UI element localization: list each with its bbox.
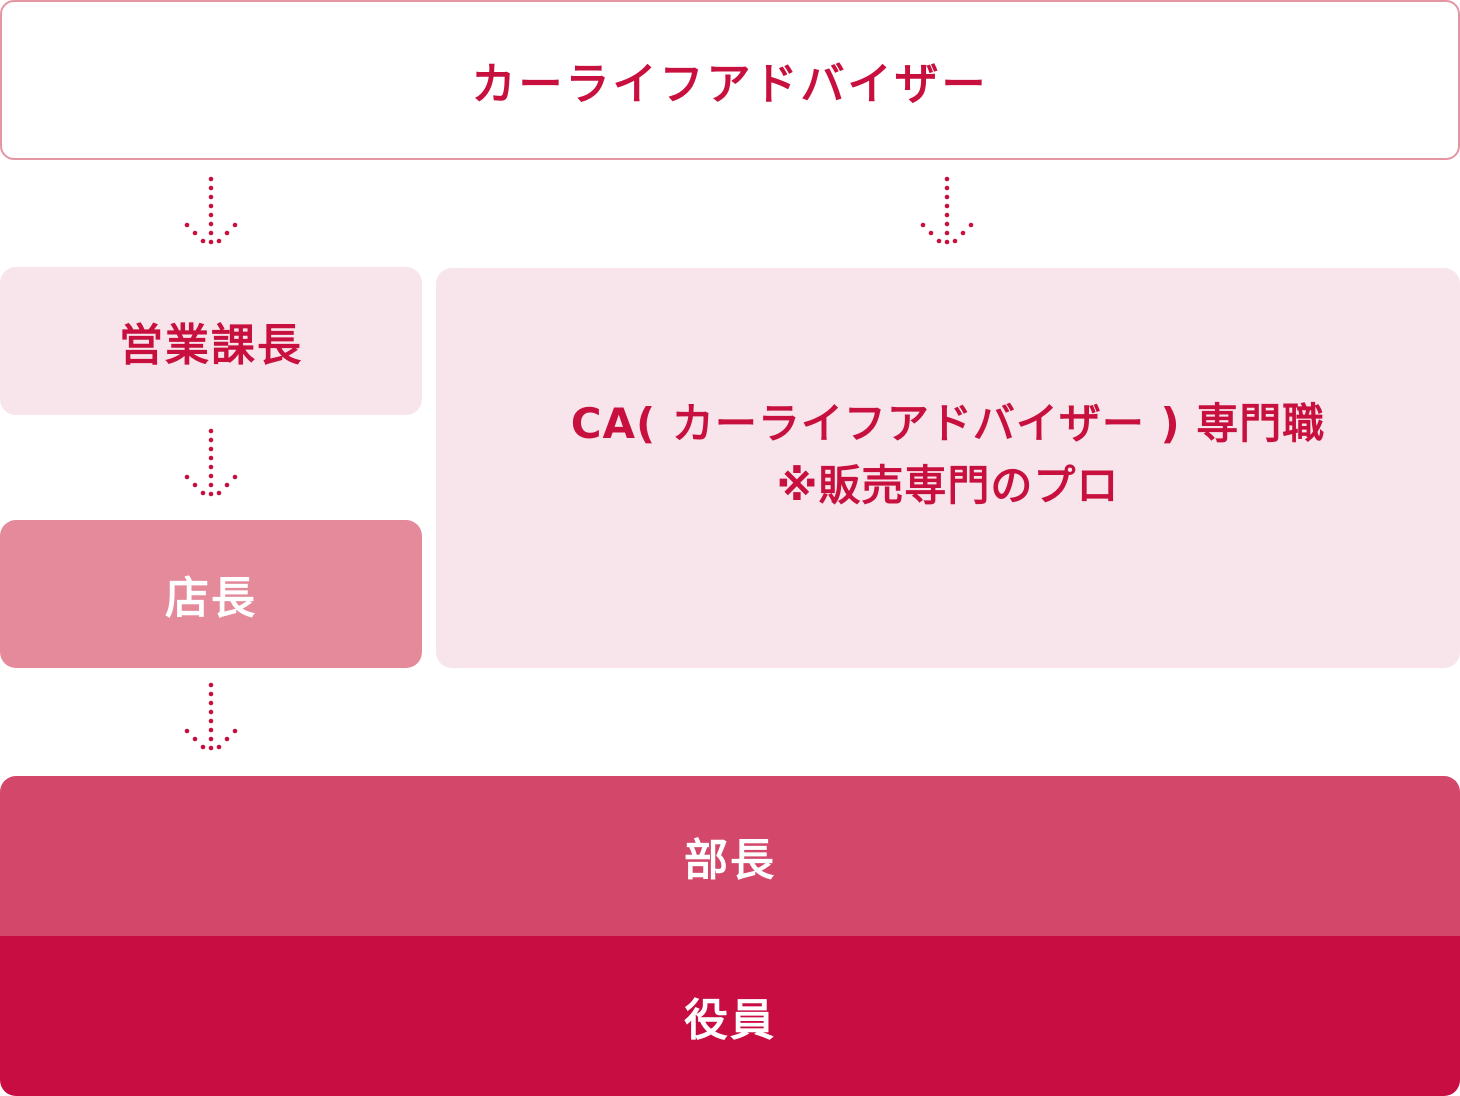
arrow-dot	[928, 230, 934, 236]
executive-box: 役員	[0, 936, 1460, 1096]
specialist-title: CA( カーライフアドバイザー ) 専門職	[570, 399, 1326, 448]
career-start-box: カーライフアドバイザー	[0, 0, 1460, 160]
department-head-label: 部長	[684, 835, 776, 886]
arrow-dot	[208, 176, 214, 182]
arrow-dot	[944, 230, 950, 236]
arrow-dot	[208, 482, 214, 488]
arrow-dot	[944, 176, 950, 182]
arrow-dot	[224, 230, 230, 236]
dotted-down-arrow-icon	[184, 176, 238, 245]
arrow-dot	[208, 700, 214, 706]
arrow-dot	[208, 464, 214, 470]
arrow-dot	[208, 709, 214, 715]
arrow-dot	[184, 222, 190, 228]
arrow-dot	[232, 728, 238, 734]
arrow-dot	[944, 239, 950, 245]
arrow-dot	[208, 455, 214, 461]
arrow-dot	[232, 474, 238, 480]
arrow-dot	[208, 194, 214, 200]
department-head-box: 部長	[0, 776, 1460, 936]
arrow-dot	[936, 238, 942, 244]
career-start-label: カーライフアドバイザー	[471, 59, 989, 110]
arrow-dot	[216, 238, 222, 244]
arrow-dot	[208, 239, 214, 245]
arrow-dot	[944, 194, 950, 200]
arrow-dot	[200, 490, 206, 496]
arrow-dot	[208, 491, 214, 497]
arrow-dot	[208, 212, 214, 218]
arrow-dot	[208, 437, 214, 443]
arrow-dot	[208, 745, 214, 751]
specialist-box: CA( カーライフアドバイザー ) 専門職 ※販売専門のプロ	[436, 268, 1460, 668]
arrow-dot	[944, 212, 950, 218]
arrow-dot	[192, 482, 198, 488]
arrow-dot	[208, 446, 214, 452]
arrow-dot	[216, 744, 222, 750]
arrow-dot	[920, 222, 926, 228]
arrow-dot	[232, 222, 238, 228]
dotted-down-arrow-icon	[184, 682, 238, 751]
store-manager-box: 店長	[0, 520, 422, 668]
store-manager-label: 店長	[165, 573, 257, 624]
arrow-dot	[208, 691, 214, 697]
arrow-dot	[184, 474, 190, 480]
arrow-dot	[224, 482, 230, 488]
arrow-dot	[208, 736, 214, 742]
arrow-dot	[944, 185, 950, 191]
arrow-dot	[192, 736, 198, 742]
dotted-down-arrow-icon	[184, 428, 238, 497]
arrow-dot	[968, 222, 974, 228]
sales-manager-box: 営業課長	[0, 267, 422, 415]
arrow-dot	[224, 736, 230, 742]
dotted-down-arrow-icon	[920, 176, 974, 245]
arrow-dot	[216, 490, 222, 496]
arrow-dot	[184, 728, 190, 734]
executive-label: 役員	[684, 995, 776, 1046]
sales-manager-label: 営業課長	[119, 320, 303, 371]
arrow-dot	[200, 238, 206, 244]
arrow-dot	[960, 230, 966, 236]
arrow-dot	[208, 682, 214, 688]
arrow-dot	[208, 473, 214, 479]
arrow-dot	[208, 221, 214, 227]
arrow-dot	[944, 203, 950, 209]
specialist-note: ※販売専門のプロ	[776, 461, 1120, 510]
arrow-dot	[208, 718, 214, 724]
arrow-dot	[944, 221, 950, 227]
arrow-dot	[952, 238, 958, 244]
arrow-dot	[208, 203, 214, 209]
arrow-dot	[208, 230, 214, 236]
arrow-dot	[208, 727, 214, 733]
arrow-dot	[208, 428, 214, 434]
arrow-dot	[208, 185, 214, 191]
arrow-dot	[200, 744, 206, 750]
senior-roles-stack: 部長 役員	[0, 776, 1460, 1096]
arrow-dot	[192, 230, 198, 236]
